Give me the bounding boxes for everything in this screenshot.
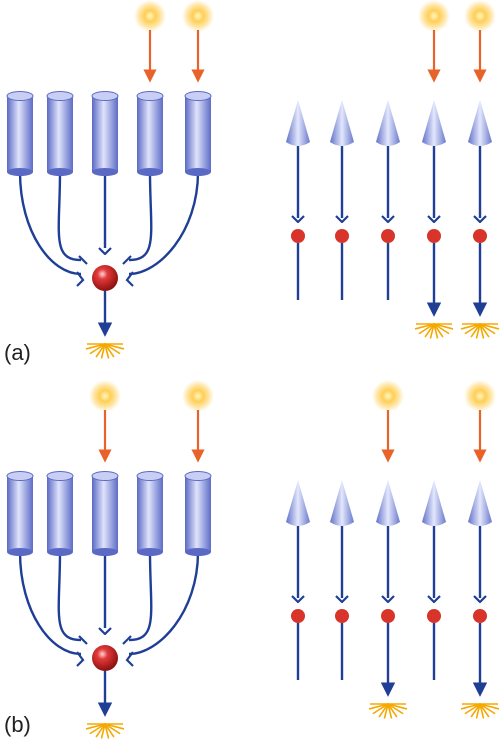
bipolar-cell-body: [291, 609, 305, 623]
bipolar-cell-body: [473, 229, 487, 243]
light-spot-icon: [89, 380, 121, 412]
cone-receptor-icon: [376, 480, 400, 526]
panel-b: [6, 380, 500, 739]
cone-receptor-icon: [330, 480, 354, 526]
panel-b-label: (b): [4, 712, 31, 737]
rod-receptor-icon: [46, 91, 74, 176]
light-spot-icon: [464, 380, 496, 412]
bipolar-cell-body: [335, 609, 349, 623]
bipolar-cell-body: [291, 229, 305, 243]
rod-receptor-icon: [136, 471, 164, 556]
rod-axon: [128, 551, 153, 642]
bipolar-cell-body: [381, 229, 395, 243]
synapse-terminal: [98, 247, 112, 256]
synapse-terminal: [78, 255, 88, 265]
rod-receptor-icon: [91, 471, 119, 556]
synapse-terminal: [427, 215, 441, 224]
bipolar-cell-body: [381, 609, 395, 623]
response-burst-icon: [460, 323, 500, 339]
light-spot-icon: [464, 0, 496, 32]
cone-receptor-icon: [422, 480, 446, 526]
rod-axon: [128, 171, 153, 262]
cone-receptor-icon: [286, 480, 310, 526]
response-burst-icon: [368, 703, 408, 719]
panel-a: [6, 0, 500, 359]
bipolar-cell-body: [427, 229, 441, 243]
synapse-terminal: [381, 595, 395, 604]
synapse-terminal: [125, 651, 134, 667]
cone-receptor-icon: [286, 100, 310, 146]
synapse-terminal: [427, 595, 441, 604]
light-spot-icon: [134, 0, 166, 32]
bipolar-cell-body: [335, 229, 349, 243]
light-spot-icon: [182, 380, 214, 412]
bipolar-cell-body: [427, 609, 441, 623]
response-burst-icon: [460, 703, 500, 719]
ganglion-cell-body: [92, 265, 118, 291]
synapse-terminal: [381, 215, 395, 224]
synapse-terminal: [335, 595, 349, 604]
rod-receptor-icon: [46, 471, 74, 556]
synapse-terminal: [291, 215, 305, 224]
rod-receptor-icon: [6, 91, 34, 176]
rod-axon: [18, 551, 82, 656]
rod-receptor-icon: [91, 91, 119, 176]
response-burst-icon: [85, 723, 125, 739]
rod-receptor-icon: [136, 91, 164, 176]
synapse-terminal: [473, 595, 487, 604]
rod-axon: [57, 171, 82, 262]
response-burst-icon: [414, 323, 454, 339]
synapse-terminal: [335, 215, 349, 224]
synapse-terminal: [291, 595, 305, 604]
response-burst-icon: [85, 343, 125, 359]
cone-receptor-icon: [468, 100, 492, 146]
light-spot-icon: [372, 380, 404, 412]
synapse-terminal: [78, 635, 88, 645]
synapse-terminal: [98, 627, 112, 636]
synapse-terminal: [76, 651, 85, 667]
rod-axon: [128, 171, 200, 276]
synapse-terminal: [125, 271, 134, 287]
synapse-terminal: [76, 271, 85, 287]
ganglion-cell-body: [92, 645, 118, 671]
light-spot-icon: [418, 0, 450, 32]
rod-receptor-icon: [184, 91, 212, 176]
rod-receptor-icon: [6, 471, 34, 556]
panel-a-label: (a): [4, 340, 31, 365]
cone-receptor-icon: [468, 480, 492, 526]
bipolar-cell-body: [473, 609, 487, 623]
light-spot-icon: [182, 0, 214, 32]
synapse-terminal: [473, 215, 487, 224]
cone-receptor-icon: [330, 100, 354, 146]
rod-axon: [128, 551, 200, 656]
rod-axon: [18, 171, 82, 276]
cone-receptor-icon: [422, 100, 446, 146]
synapse-terminal: [122, 255, 132, 265]
cone-receptor-icon: [376, 100, 400, 146]
rod-receptor-icon: [184, 471, 212, 556]
synapse-terminal: [122, 635, 132, 645]
rod-axon: [57, 551, 82, 642]
